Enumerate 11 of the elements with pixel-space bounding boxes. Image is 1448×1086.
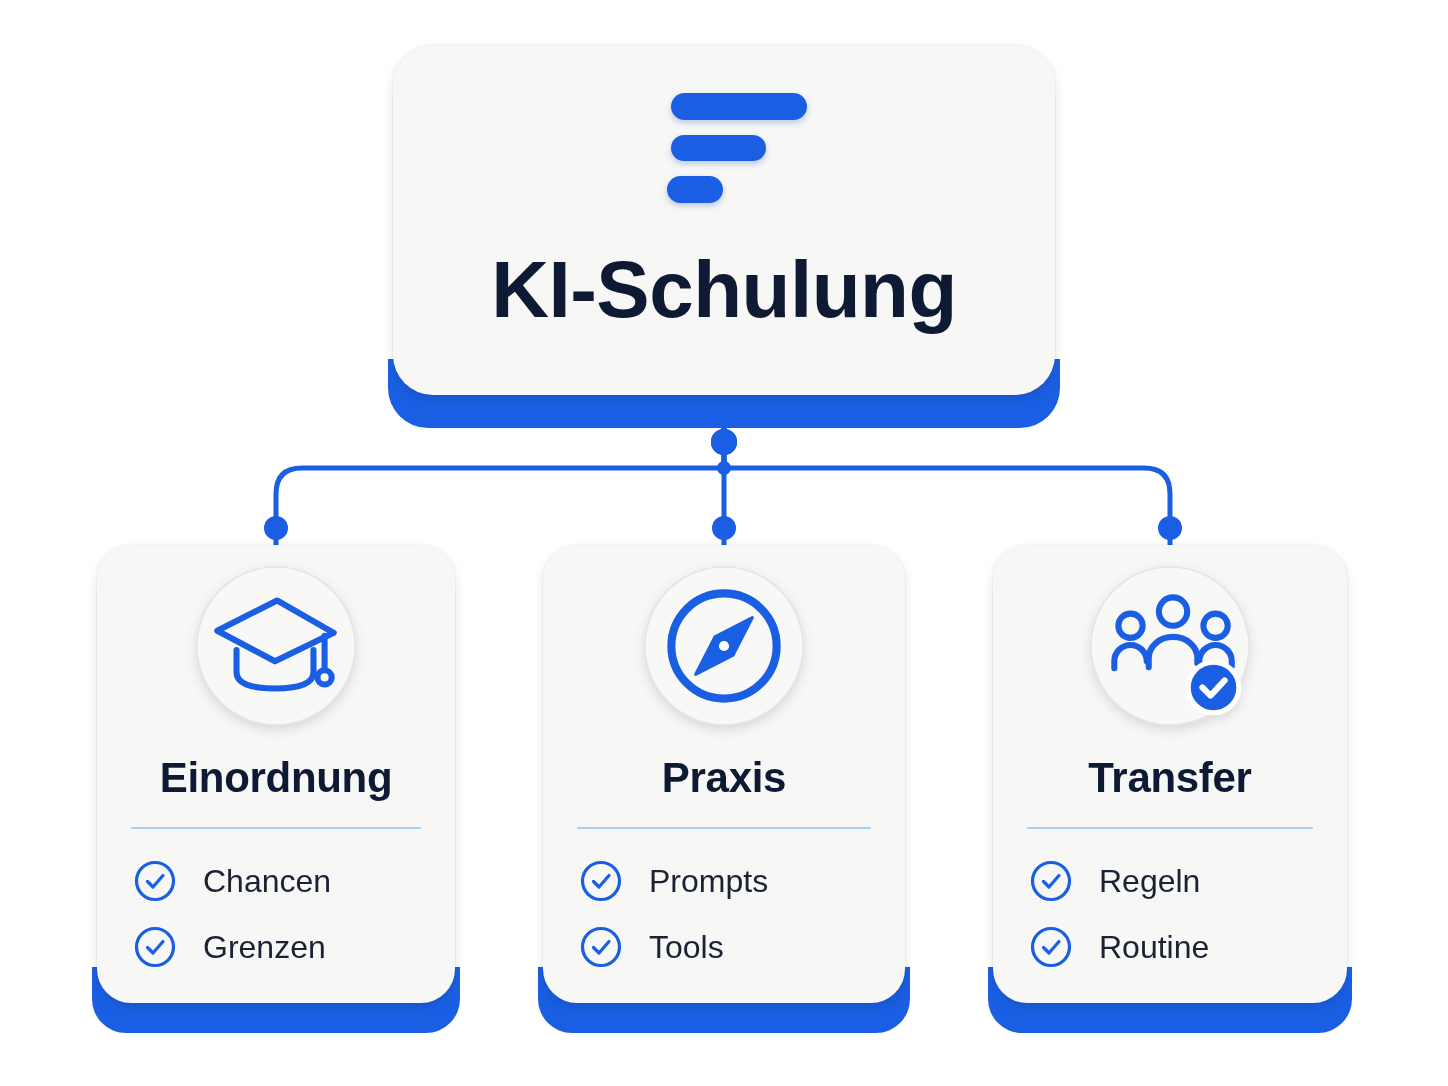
list-item-text: Prompts [649, 862, 769, 901]
connector [711, 428, 1182, 545]
card-title: Praxis [661, 754, 787, 802]
list-item-text: Tools [649, 928, 724, 967]
card-title: Transfer [1088, 754, 1252, 802]
main-title: KI-Schulung [491, 244, 957, 336]
list-item-text: Regeln [1099, 862, 1201, 901]
list-item-text: Routine [1099, 928, 1210, 967]
card-title: Einordnung [159, 754, 393, 802]
list-item-text: Chancen [203, 862, 332, 901]
list-item-text: Grenzen [203, 928, 326, 967]
